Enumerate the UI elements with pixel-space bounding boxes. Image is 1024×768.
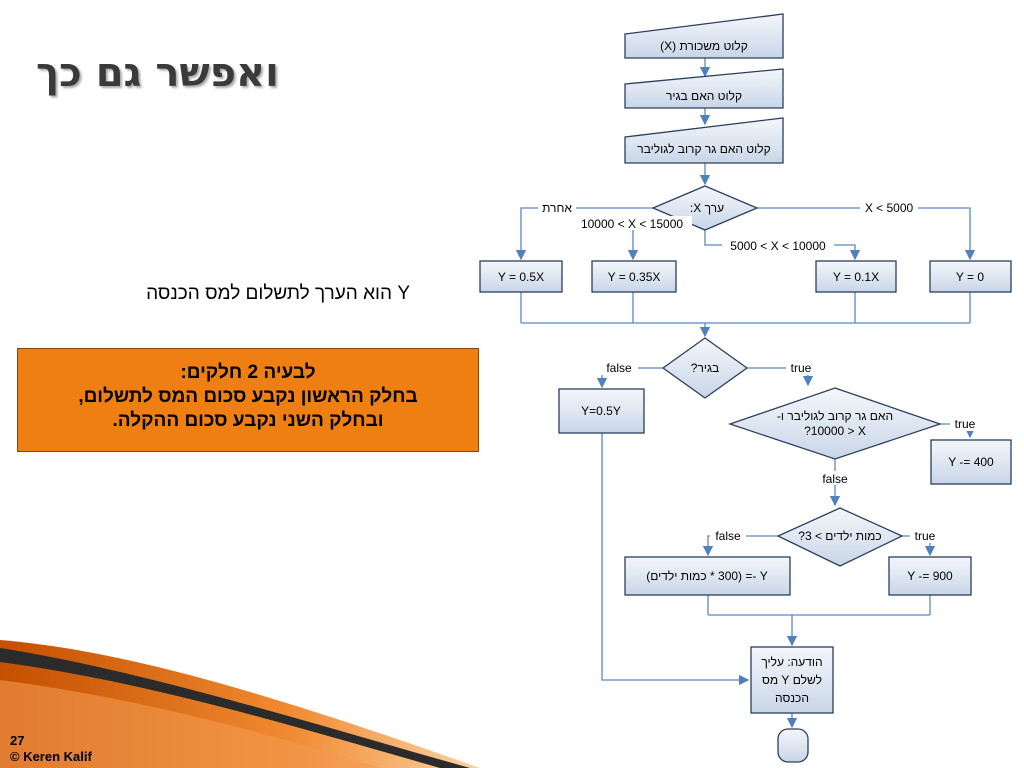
near-false-label: false bbox=[822, 472, 848, 486]
y-05-box bbox=[479, 260, 563, 293]
y-minus-900-text: Y -= 900 bbox=[907, 569, 953, 583]
y-definition-text: Y הוא הערך לתשלום למס הכנסה bbox=[146, 283, 410, 304]
decorative-swoosh bbox=[0, 640, 480, 768]
y-035-box bbox=[591, 260, 677, 293]
kids-q-text: כמות ילדים > 3? bbox=[798, 529, 881, 543]
box-heading: לבעיה 2 חלקים: bbox=[180, 362, 316, 383]
y-0-text: Y = 0 bbox=[956, 270, 984, 284]
y-01-text: Y = 0.1X bbox=[833, 270, 879, 284]
adult-diamond bbox=[661, 337, 749, 399]
adult-q-text: בגיר? bbox=[691, 361, 719, 375]
page-number: 27 bbox=[10, 733, 25, 748]
cond-other-label: אחרת bbox=[542, 201, 572, 215]
y-minus-900-box bbox=[888, 556, 972, 596]
copyright: © Keren Kalif bbox=[10, 749, 92, 764]
box-line-first-part: בחלק הראשון נקבע סכום המס לתשלום, bbox=[78, 386, 418, 407]
y-half-box bbox=[558, 388, 645, 434]
kids-true-label: true bbox=[915, 529, 936, 543]
input-near-text: קלוט האם גר קרוב לגוליבר bbox=[637, 142, 770, 156]
y-035-text: Y = 0.35X bbox=[608, 270, 661, 284]
message-box bbox=[750, 646, 834, 714]
y-05-text: Y = 0.5X bbox=[498, 270, 544, 284]
near-q-line2: ?10000 > X bbox=[804, 424, 866, 438]
input-salary-shape bbox=[624, 13, 784, 59]
cond-10000-15000-label: 10000 < X < 15000 bbox=[581, 217, 683, 231]
input-adult-shape bbox=[624, 68, 784, 109]
y-minus-400-box bbox=[930, 439, 1012, 485]
adult-false-label: false bbox=[606, 361, 632, 375]
message-line1: הודעה: עליך bbox=[761, 655, 822, 669]
y-minus-400-text: Y -= 400 bbox=[948, 455, 994, 469]
near-true-label: true bbox=[955, 417, 976, 431]
message-line2: לשלם Y מס bbox=[762, 673, 822, 687]
y-half-text: Y=0.5Y bbox=[581, 404, 621, 418]
near-q-line1: האם גר קרוב לגוליבר ו- bbox=[777, 409, 893, 423]
switch-text: ערך X: bbox=[690, 201, 724, 215]
kids-diamond bbox=[776, 507, 904, 567]
near-diamond bbox=[727, 387, 943, 460]
adult-true-label: true bbox=[791, 361, 812, 375]
y-minus-kids-text: Y -= (300 * כמות ילדים) bbox=[646, 569, 767, 583]
box-line-second-part: ובחלק השני נקבע סכום ההקלה. bbox=[112, 410, 384, 431]
y-minus-kids-box bbox=[624, 556, 791, 596]
message-line3: הכנסה bbox=[775, 691, 809, 705]
end-terminal bbox=[777, 728, 809, 763]
input-near-shape bbox=[624, 117, 784, 164]
y-01-box bbox=[815, 260, 897, 293]
y-0-box bbox=[929, 260, 1012, 293]
cond-5000-10000-label: 5000 < X < 10000 bbox=[730, 239, 826, 253]
cond-lt-5000-label: X < 5000 bbox=[865, 201, 914, 215]
input-salary-text: קלוט משכורת (X) bbox=[660, 39, 748, 53]
problem-parts-box: לבעיה 2 חלקים: בחלק הראשון נקבע סכום המס… bbox=[17, 348, 479, 452]
slide-title: ואפשר גם כך bbox=[36, 50, 279, 96]
kids-false-label: false bbox=[715, 529, 741, 543]
input-adult-text: קלוט האם בגיר bbox=[666, 89, 742, 103]
